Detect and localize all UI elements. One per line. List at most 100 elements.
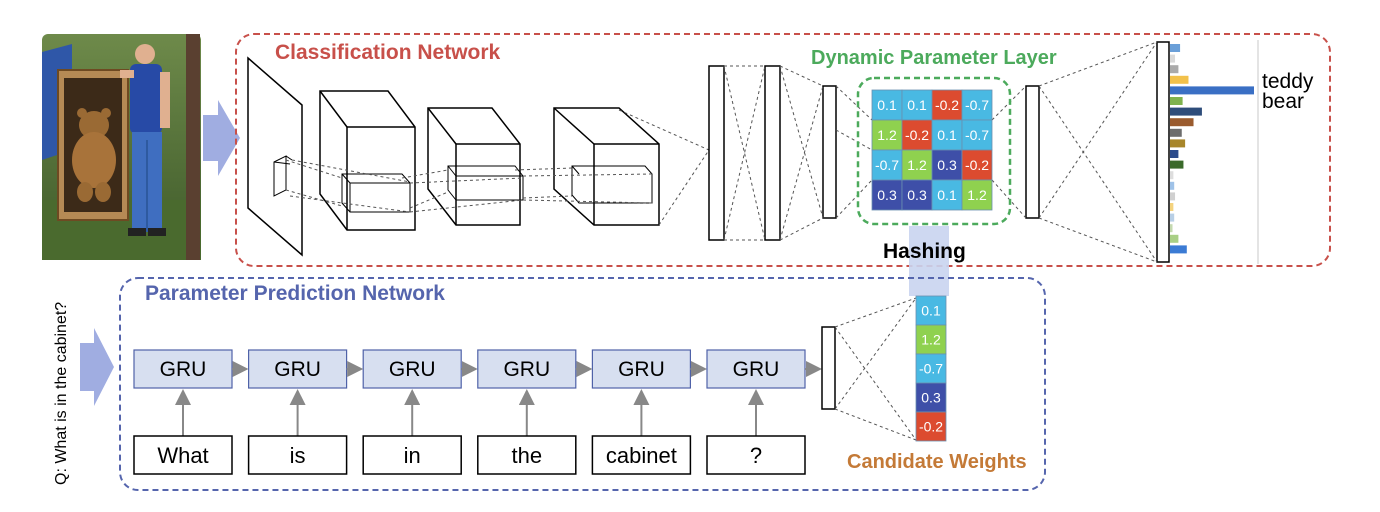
- gru-label: GRU: [160, 358, 207, 381]
- grid-cell-value: -0.7: [965, 97, 989, 113]
- grid-cell: -0.2: [931, 89, 963, 121]
- candidate-weight-value: 0.1: [921, 303, 941, 319]
- grid-cell-value: 1.2: [967, 187, 987, 203]
- word-token: What: [133, 435, 233, 475]
- answer-line-2: bear: [1262, 90, 1304, 113]
- grid-cell: -0.7: [871, 149, 903, 181]
- histogram-bar: [1170, 118, 1194, 127]
- grid-cell-value: 0.3: [907, 187, 927, 203]
- gru-row: GRU GRU GRU GRU GRU GRU: [133, 349, 822, 436]
- classification-network-box: [235, 33, 1331, 267]
- candidate-weight-cell: -0.2: [915, 411, 947, 442]
- histogram-bar: [1170, 97, 1183, 105]
- conv-layer-1: [247, 56, 303, 257]
- candidate-weight-cell: 0.1: [915, 295, 947, 326]
- grid-cell-value: 0.1: [937, 187, 957, 203]
- histogram-bar: [1170, 65, 1179, 74]
- grid-cell-value: -0.2: [935, 97, 959, 113]
- candidate-weights-label: Candidate Weights: [847, 451, 1027, 473]
- grid-cell: 1.2: [961, 179, 993, 211]
- gru-cell: GRU: [248, 349, 348, 389]
- grid-cell: 0.3: [871, 179, 903, 211]
- histogram-bar: [1170, 150, 1179, 158]
- histogram-bar: [1170, 181, 1175, 190]
- gru-cell: GRU: [477, 349, 577, 389]
- word-token: the: [477, 435, 577, 475]
- histogram-bar: [1170, 128, 1182, 137]
- histogram-bar: [1170, 224, 1173, 233]
- word-row: What is in the cabinet?: [133, 435, 806, 475]
- histogram-bar: [1170, 44, 1181, 52]
- conv-projections: [285, 109, 710, 226]
- fc-layers: [708, 41, 1170, 263]
- histogram-bar: [1170, 86, 1254, 95]
- grid-cell: -0.7: [961, 89, 993, 121]
- word-token: ?: [706, 435, 806, 475]
- conv-block-3: [427, 107, 524, 226]
- grid-cell-value: -0.2: [905, 127, 929, 143]
- arrow-photo-to-classification: [203, 100, 240, 176]
- gru-cell: GRU: [362, 349, 462, 389]
- gru-cell: GRU: [591, 349, 692, 389]
- gru-label: GRU: [503, 358, 550, 381]
- classification-network-title: Classification Network: [275, 41, 501, 64]
- candidate-weight-value: -0.7: [919, 361, 943, 377]
- word-token: is: [247, 435, 348, 475]
- histogram-bar: [1170, 234, 1179, 243]
- grid-cell: 1.2: [871, 119, 903, 151]
- gru-label: GRU: [274, 358, 321, 381]
- grid-cell-value: 1.2: [877, 127, 897, 143]
- histogram-bar: [1170, 192, 1176, 201]
- grid-cell: 0.3: [901, 179, 933, 211]
- word-label: in: [404, 443, 421, 468]
- word-label: is: [290, 443, 306, 468]
- histogram-bar: [1170, 160, 1184, 169]
- candidate-weight-cell: -0.7: [915, 353, 947, 384]
- histogram-bar: [1170, 245, 1187, 254]
- prediction-fc-layer: [821, 326, 836, 410]
- arrow-question-to-prediction: [80, 328, 114, 406]
- parameter-prediction-network-box: [119, 277, 1046, 491]
- gru-cell: GRU: [706, 349, 806, 389]
- histogram-bar: [1170, 107, 1202, 116]
- word-label: ?: [750, 443, 762, 468]
- word-label: the: [512, 443, 543, 468]
- grid-cell-value: 0.3: [877, 187, 897, 203]
- grid-cell-value: 0.1: [907, 97, 927, 113]
- hashing-arrow: [909, 226, 949, 296]
- candidate-weight-value: 1.2: [921, 332, 941, 348]
- histogram-bar: [1170, 75, 1189, 84]
- grid-cell: -0.2: [901, 119, 933, 151]
- output-histogram: [1170, 44, 1254, 254]
- grid-cell-value: -0.7: [875, 157, 899, 173]
- conv-block-2: [319, 90, 416, 231]
- grid-cell-value: -0.2: [965, 157, 989, 173]
- gru-label: GRU: [733, 358, 780, 381]
- grid-cell-value: 1.2: [907, 157, 927, 173]
- grid-cell: 0.1: [901, 89, 933, 121]
- grid-cell: -0.2: [961, 149, 993, 181]
- histogram-bar: [1170, 203, 1174, 211]
- candidate-weight-value: 0.3: [921, 390, 941, 406]
- grid-cell: 1.2: [901, 149, 933, 181]
- question-text: Q: What is in the cabinet?: [53, 302, 70, 485]
- conv-block-4: [553, 107, 660, 226]
- grid-cell-value: 0.1: [937, 127, 957, 143]
- candidate-weight-cell: 1.2: [915, 324, 947, 355]
- grid-cell: 0.1: [931, 119, 963, 151]
- fc-connections: [723, 41, 1158, 263]
- gru-cell: GRU: [133, 349, 233, 389]
- gru-label: GRU: [389, 358, 436, 381]
- parameter-prediction-network-title: Parameter Prediction Network: [145, 282, 445, 305]
- grid-cell-value: -0.7: [965, 127, 989, 143]
- input-photo: [42, 34, 201, 260]
- hashing-label: Hashing: [883, 240, 966, 263]
- dynamic-parameter-layer-box: [856, 76, 1012, 226]
- histogram-bar: [1170, 139, 1186, 148]
- grid-cell: 0.3: [931, 149, 963, 181]
- histogram-bar: [1170, 171, 1174, 180]
- word-label: cabinet: [606, 443, 677, 468]
- candidate-weights-column: 0.1 1.2 -0.7 0.3 -0.2: [915, 295, 947, 442]
